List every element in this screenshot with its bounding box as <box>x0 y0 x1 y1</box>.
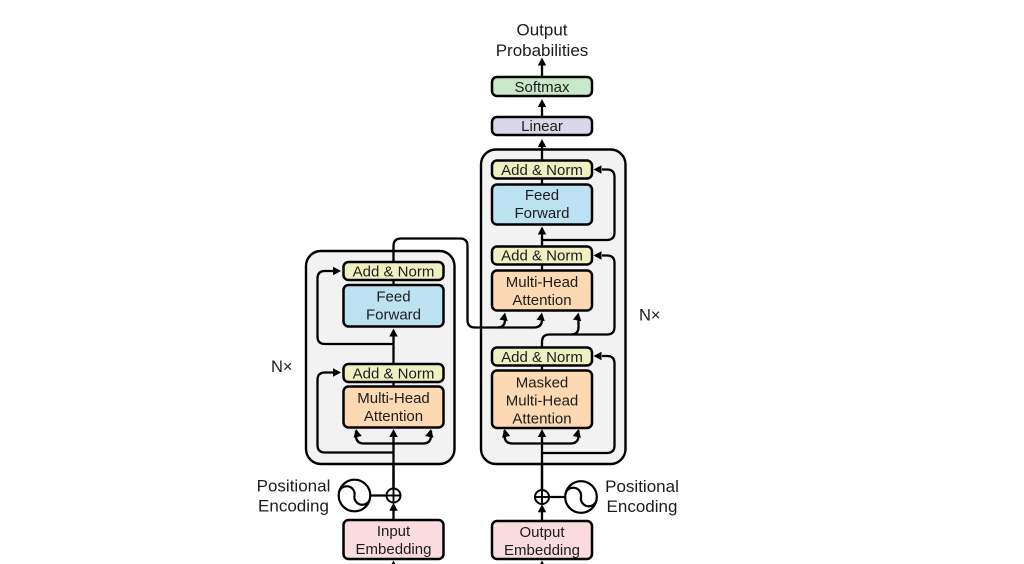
svg-text:Output: Output <box>519 524 565 541</box>
svg-text:Add & Norm: Add & Norm <box>501 349 583 366</box>
svg-text:Multi-Head: Multi-Head <box>506 393 579 410</box>
svg-text:Add & Norm: Add & Norm <box>353 264 435 281</box>
svg-text:Attention: Attention <box>512 292 571 309</box>
svg-text:Embedding: Embedding <box>356 541 432 558</box>
svg-text:N×: N× <box>639 307 661 325</box>
svg-text:Feed: Feed <box>525 187 559 204</box>
svg-text:Multi-Head: Multi-Head <box>357 390 430 407</box>
svg-text:Masked: Masked <box>516 375 569 392</box>
svg-text:Attention: Attention <box>364 408 423 425</box>
svg-text:Add & Norm: Add & Norm <box>501 162 583 179</box>
svg-text:Probabilities: Probabilities <box>496 41 589 60</box>
svg-text:N×: N× <box>271 358 293 376</box>
svg-text:Forward: Forward <box>514 205 569 222</box>
svg-text:Forward: Forward <box>366 307 421 324</box>
svg-text:Encoding: Encoding <box>258 497 329 516</box>
svg-text:Output: Output <box>516 20 567 39</box>
svg-text:Add & Norm: Add & Norm <box>353 366 435 383</box>
svg-text:Softmax: Softmax <box>514 79 570 96</box>
svg-text:Positional: Positional <box>257 477 331 496</box>
svg-text:Embedding: Embedding <box>504 542 580 559</box>
svg-text:Positional: Positional <box>605 477 679 496</box>
svg-text:Encoding: Encoding <box>607 497 678 516</box>
svg-text:Multi-Head: Multi-Head <box>506 274 579 291</box>
svg-text:Linear: Linear <box>521 118 563 135</box>
svg-text:Add & Norm: Add & Norm <box>501 248 583 265</box>
svg-text:Feed: Feed <box>376 289 410 306</box>
svg-text:Attention: Attention <box>512 410 571 427</box>
svg-text:Input: Input <box>377 523 411 540</box>
